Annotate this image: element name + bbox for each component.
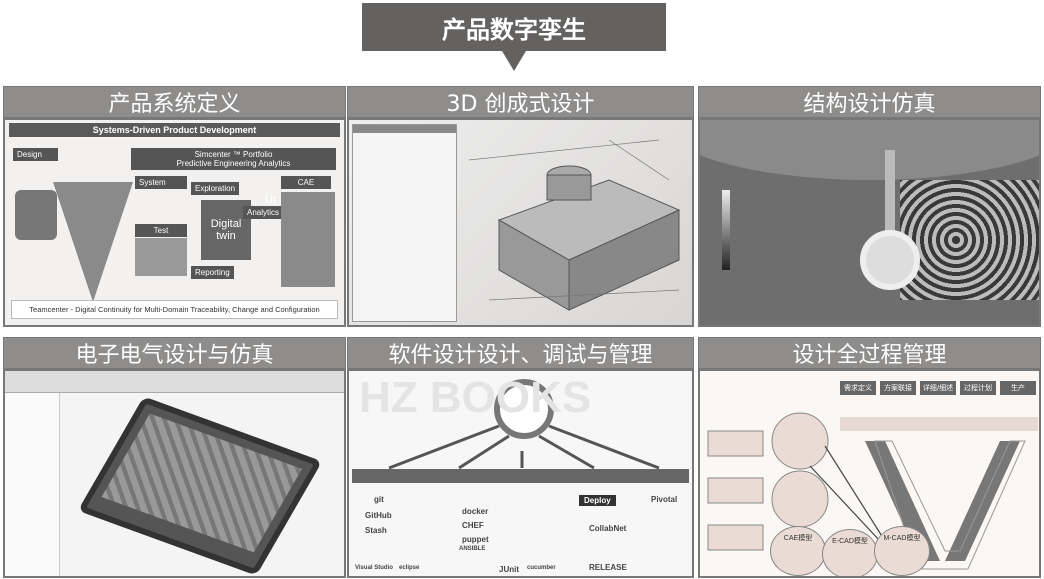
- logo-docker: docker: [462, 507, 489, 516]
- panel-heading: 3D 创成式设计: [347, 86, 694, 118]
- model-mcad: M-CAD模型: [874, 526, 930, 576]
- v-process-diagram: [707, 412, 1026, 570]
- panel-software-devops: 软件设计设计、调试与管理 HZ BOOKS git GitHub Stash d…: [347, 337, 694, 578]
- model-mcad-label: M-CAD模型: [883, 535, 921, 542]
- stage-2: 方案联接: [880, 381, 916, 395]
- panel-image: [347, 118, 694, 327]
- tree-panel: [5, 393, 60, 576]
- logo-visual-studio: Visual Studio: [355, 565, 393, 571]
- panel-heading: 产品系统定义: [3, 86, 346, 118]
- panel-heading: 软件设计设计、调试与管理: [347, 337, 694, 369]
- label-digital-twin: Digital twin: [210, 218, 242, 242]
- logo-cucumber: cucumber: [527, 565, 556, 571]
- logo-pivotal: Pivotal: [651, 495, 678, 504]
- pcb-enclosure: [77, 396, 323, 576]
- logo-deploy: Deploy: [579, 495, 616, 506]
- panel-design-process-management: 设计全过程管理 需求定义 方案联接 详细/细述 过程计划 生产 CAE模型 E-…: [698, 337, 1041, 578]
- logo-stash: Stash: [365, 526, 387, 535]
- logo-ansible: ANSIBLE: [459, 546, 486, 552]
- panel-heading: 电子电气设计与仿真: [3, 337, 346, 369]
- logo-chef: CHEF: [462, 521, 484, 530]
- panel-image: Systems-Driven Product Development Desig…: [3, 118, 346, 327]
- label-reporting: Reporting: [191, 266, 234, 279]
- logo-collabnet: CollabNet: [589, 524, 627, 533]
- cad-model-illustration: [468, 139, 681, 311]
- model-cae: CAE模型: [770, 526, 826, 576]
- label-ut: Ut: [265, 194, 276, 206]
- portfolio-title: Simcenter ™ Portfolio: [194, 150, 273, 159]
- logo-puppet: puppet: [462, 535, 489, 544]
- label-exploration: Exploration: [191, 182, 240, 195]
- color-legend-bar: [722, 190, 730, 270]
- panel-ee-design-simulation: 电子电气设计与仿真: [3, 337, 346, 578]
- landing-gear-wheel: [860, 230, 920, 290]
- title-pointer: [502, 51, 526, 71]
- pcb-board: [101, 413, 303, 553]
- navigator-titlebar: [353, 125, 456, 133]
- panel-image: 需求定义 方案联接 详细/细述 过程计划 生产 CAE模型 E-CAD模型 M-…: [698, 369, 1041, 578]
- label-test: Test: [135, 224, 187, 237]
- panel-image: HZ BOOKS git GitHub Stash docker CHEF pu…: [347, 369, 694, 578]
- stage-4: 过程计划: [960, 381, 996, 395]
- landing-gear-strut: [885, 150, 895, 250]
- panel-3d-generative-design: 3D 创成式设计: [347, 86, 694, 327]
- panel-heading: 设计全过程管理: [698, 337, 1041, 369]
- tool-band: [840, 417, 1038, 431]
- page-title: 产品数字孪生: [362, 3, 666, 51]
- sdpd-header: Systems-Driven Product Development: [9, 123, 340, 137]
- logo-github: GitHub: [365, 511, 392, 520]
- test-image: [135, 238, 187, 276]
- stage-3: 详细/细述: [920, 381, 956, 395]
- model-ecad-label: E-CAD模型: [832, 538, 868, 545]
- logo-git: git: [374, 495, 384, 504]
- model-ecad: E-CAD模型: [822, 529, 878, 576]
- cae-image: [281, 192, 335, 287]
- label-cae: CAE: [281, 176, 331, 189]
- digital-twin-cube: [201, 200, 251, 260]
- label-analytics: Analytics: [243, 206, 284, 219]
- fuselage-shape: [700, 120, 1039, 180]
- stage-5: 生产: [1000, 381, 1036, 395]
- stage-1: 需求定义: [840, 381, 876, 395]
- logo-release: RELEASE: [589, 563, 627, 572]
- logo-junit: JUnit: [499, 565, 519, 574]
- label-design: Design: [13, 148, 58, 161]
- jenkins-circle: [494, 379, 554, 439]
- label-system: System: [135, 176, 187, 189]
- panel-heading: 结构设计仿真: [698, 86, 1041, 118]
- camera-image: [15, 190, 57, 240]
- part-navigator-tree: [352, 124, 457, 322]
- panel-structural-simulation: 结构设计仿真: [698, 86, 1041, 327]
- panel-product-system-definition: 产品系统定义 Systems-Driven Product Developmen…: [3, 86, 346, 327]
- panel-image: [698, 118, 1041, 327]
- pipeline-connectors: [388, 424, 660, 470]
- pipeline-stage-bar: [352, 469, 689, 483]
- logo-eclipse: eclipse: [399, 565, 420, 571]
- app-toolbar: [5, 371, 344, 393]
- portfolio-subtitle: Predictive Engineering Analytics: [176, 159, 291, 168]
- panel-image: [3, 369, 346, 578]
- model-cae-label: CAE模型: [783, 535, 813, 542]
- flow-field: [900, 180, 1039, 300]
- v-model-shape: [53, 182, 133, 302]
- teamcenter-footer: Teamcenter - Digital Continuity for Mult…: [11, 300, 338, 319]
